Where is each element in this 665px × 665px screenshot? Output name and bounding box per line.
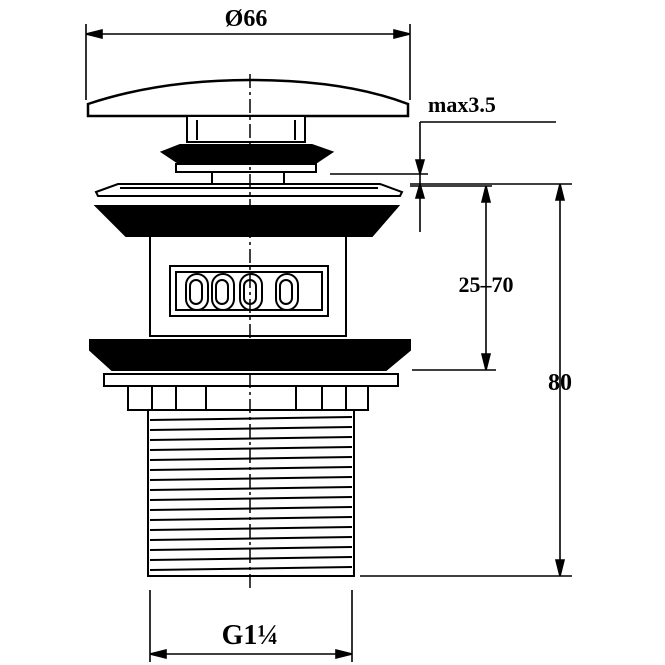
thread-ridge (149, 546, 353, 551)
diameter-label: Ø66 (225, 6, 268, 32)
range-label: 25–70 (459, 272, 514, 297)
thread-ridge (149, 416, 353, 421)
max-gap-label: max3.5 (428, 92, 496, 117)
overflow-slots (185, 273, 299, 311)
cap (86, 78, 410, 143)
thread-ridge (149, 556, 353, 561)
thread-lines (149, 416, 353, 571)
height-dimension (360, 183, 572, 577)
thread-ridge (149, 426, 353, 431)
height-label: 80 (548, 370, 572, 396)
thread-ridge (149, 516, 353, 521)
thread-ridge (149, 536, 353, 541)
thread-dimension (149, 590, 353, 662)
thread-ridge (149, 506, 353, 511)
thread-ridge (149, 486, 353, 491)
max-gap-dimension (330, 121, 556, 232)
thread-ridge (149, 476, 353, 481)
thread-label: G1¼ (222, 620, 279, 651)
thread-ridge (149, 456, 353, 461)
diameter-dimension (85, 24, 411, 100)
upper-flange (93, 183, 404, 237)
thread-ridge (149, 446, 353, 451)
thread-ridge (149, 466, 353, 471)
thread-ridge (149, 526, 353, 531)
threaded-shank (147, 409, 355, 577)
lower-flange (89, 339, 411, 411)
thread-ridge (149, 436, 353, 441)
body (149, 235, 347, 337)
range-dimension (410, 185, 496, 371)
seal-ring (159, 144, 335, 184)
thread-ridge (149, 566, 353, 571)
thread-ridge (149, 496, 353, 501)
